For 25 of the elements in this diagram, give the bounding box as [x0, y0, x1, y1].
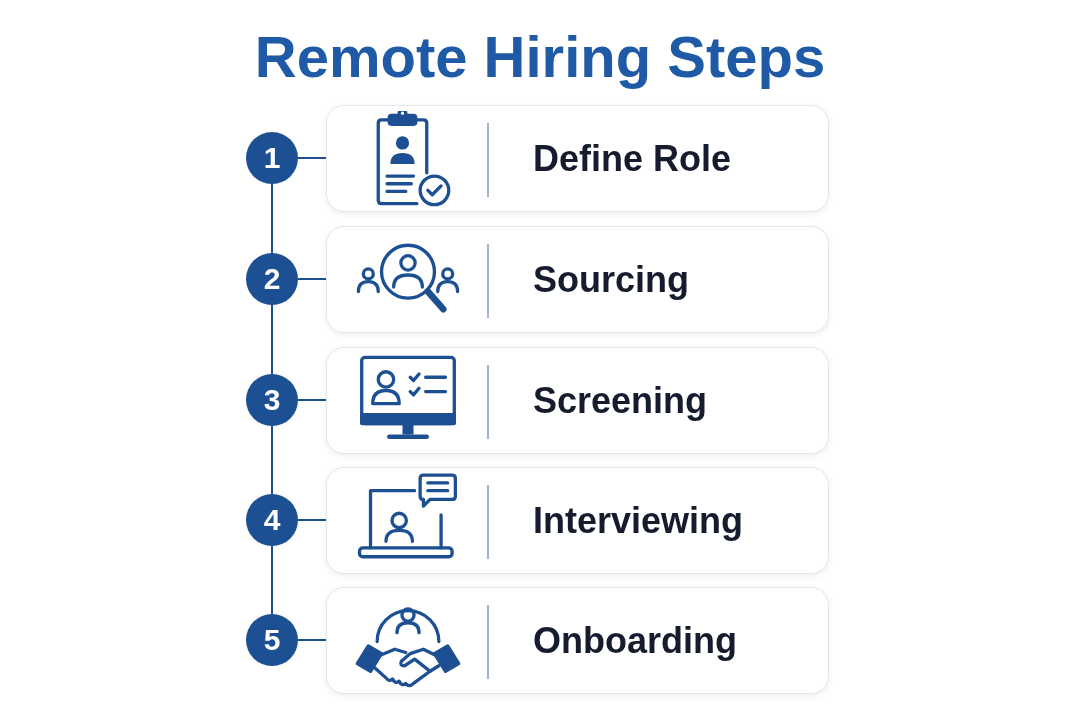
connector-line [271, 304, 273, 375]
connector-line [297, 399, 327, 401]
step-label: Define Role [533, 137, 732, 180]
connector-line [271, 545, 273, 615]
step-label: Onboarding [533, 619, 737, 662]
connector-line [297, 157, 327, 159]
step-number-circle: 5 [246, 614, 298, 666]
step-card [326, 347, 829, 454]
step-card [326, 105, 829, 212]
title: Remote Hiring Steps [253, 23, 827, 91]
step-label: Interviewing [533, 499, 744, 542]
connector-line [271, 425, 273, 495]
connector-line [297, 519, 327, 521]
step-number-circle: 2 [246, 253, 298, 305]
step-card [326, 587, 829, 694]
step-card [326, 226, 829, 333]
connector-line [271, 183, 273, 254]
connector-line [297, 639, 327, 641]
step-label: Screening [533, 379, 708, 422]
step-number-circle: 1 [246, 132, 298, 184]
step-number-circle: 4 [246, 494, 298, 546]
step-label: Sourcing [533, 258, 689, 301]
connector-line [297, 278, 327, 280]
step-number-circle: 3 [246, 374, 298, 426]
step-card [326, 467, 829, 574]
